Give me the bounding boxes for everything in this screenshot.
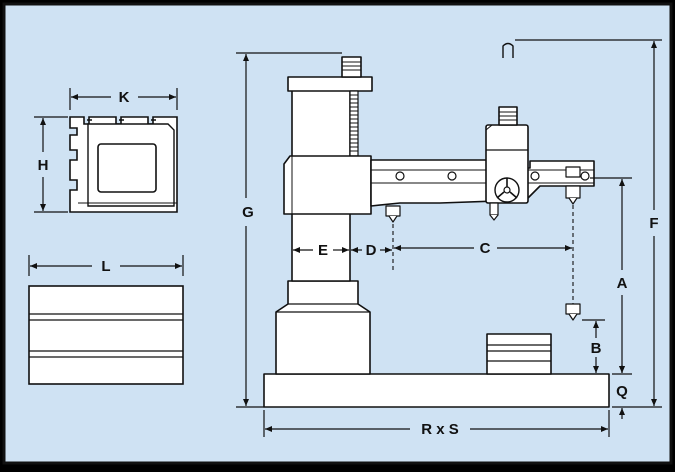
label-k: K — [119, 89, 130, 106]
dim-h — [34, 116, 68, 213]
dim-f — [515, 39, 662, 408]
dim-l — [28, 255, 184, 276]
table-end-view — [69, 116, 178, 213]
dim-k — [69, 88, 178, 110]
dim-g — [236, 52, 342, 408]
dim-rxs — [263, 410, 610, 437]
label-d: D — [366, 242, 377, 259]
radial-drill-machine — [263, 42, 610, 408]
dim-a — [590, 177, 632, 375]
label-g: G — [242, 204, 254, 221]
label-f: F — [649, 215, 658, 232]
label-a: A — [617, 275, 628, 292]
label-l: L — [101, 258, 110, 275]
label-h: H — [38, 157, 49, 174]
dim-b — [582, 319, 605, 373]
label-rxs: R x S — [421, 421, 459, 438]
label-c: C — [480, 240, 491, 257]
table-side-view — [28, 285, 184, 385]
spindle-center-lines — [392, 205, 574, 304]
label-q: Q — [616, 383, 628, 400]
label-e: E — [318, 242, 328, 259]
label-b: B — [591, 340, 602, 357]
